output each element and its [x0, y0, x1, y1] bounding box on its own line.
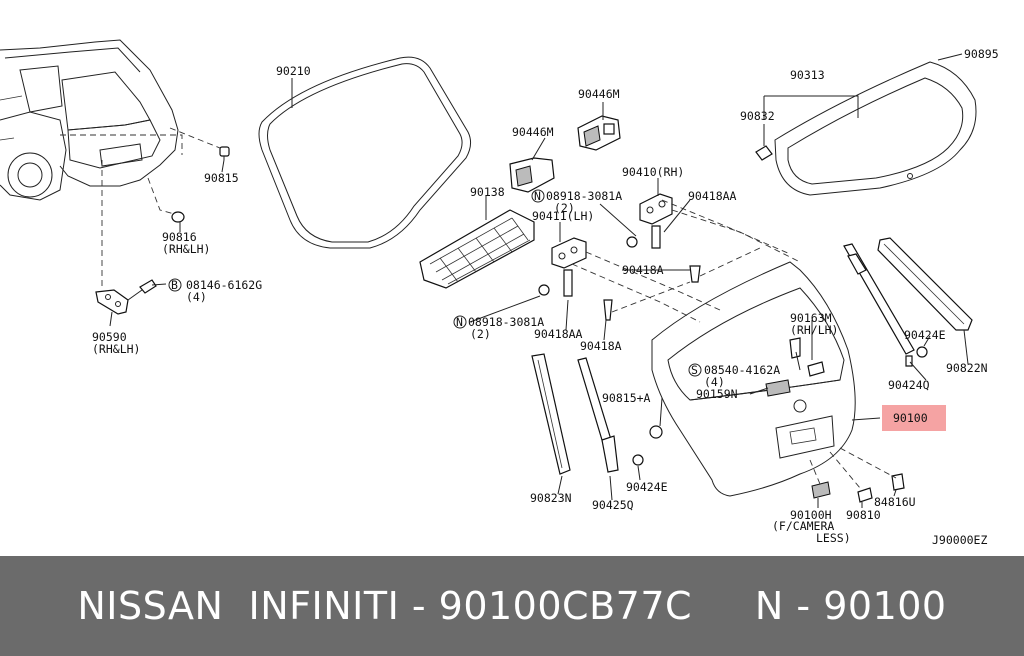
label-90816-sub: (RH&LH) [162, 242, 210, 256]
label-90210: 90210 [276, 64, 311, 78]
label-90100h-sub1: (F/CAMERA [772, 519, 834, 533]
label-90418aa-lower: 90418AA [534, 327, 583, 341]
label-90159n: 90159N [696, 387, 738, 401]
label-90424e-lower: 90424E [626, 480, 668, 494]
label-90313: 90313 [790, 68, 825, 82]
label-90418aa-upper: 90418AA [688, 189, 737, 203]
banner-text: NISSAN INFINITI - 90100CB77C N - 90100 [77, 584, 947, 628]
label-90100h: 90100H [790, 508, 832, 522]
svg-text:N: N [534, 189, 541, 203]
label-90815a: 90815+A [602, 391, 651, 405]
svg-text:S: S [691, 363, 698, 377]
label-90590: 90590 [92, 330, 127, 344]
label-08540-qty: (4) [704, 375, 725, 389]
hinge-90410 [639, 193, 673, 249]
vehicle-outline [0, 39, 179, 201]
label-90418a-lower: 90418A [580, 339, 622, 353]
label-90100: 90100 [893, 411, 928, 425]
lock-90446m-lower [509, 157, 555, 193]
clip-90815 [219, 146, 230, 160]
striker-90590 [95, 279, 157, 315]
highlight-90100 [882, 405, 946, 431]
label-90163m-sub: (RH/LH) [790, 323, 838, 337]
part-number-banner: NISSAN INFINITI - 90100CB77C N - 90100 [0, 556, 1024, 656]
lock-90446m-upper [577, 115, 621, 151]
label-08918-a: 08918-3081A [546, 189, 622, 203]
label-08918-b: 08918-3081A [468, 315, 544, 329]
label-90590-sub: (RH&LH) [92, 342, 140, 356]
label-90823n: 90823N [530, 491, 572, 505]
label-08146-qty: (4) [186, 290, 207, 304]
diagram-code: J90000EZ [932, 533, 987, 547]
cover-90138 [419, 209, 535, 289]
label-90446m-upper: 90446M [578, 87, 620, 101]
gas-stay-lh [577, 357, 644, 473]
label-90163m: 90163M [790, 311, 832, 325]
label-90410: 90410(RH) [622, 165, 684, 179]
label-90411: 90411(LH) [532, 209, 594, 223]
svg-text:N: N [456, 315, 463, 329]
back-door-90100 [651, 261, 856, 497]
label-90424e-upper: 90424E [904, 328, 946, 342]
weatherstrip-90210 [258, 56, 472, 249]
label-90832: 90832 [740, 109, 775, 123]
parts-diagram-drawing: N B N S 90210 90895 90313 90832 90446M 9… [0, 39, 999, 547]
label-08918-a-qty: (2) [554, 201, 575, 215]
bumper-90815a [649, 425, 663, 439]
nuts [538, 236, 701, 321]
label-90816: 90816 [162, 230, 197, 244]
label-08146: 08146-6162G [186, 278, 262, 292]
label-90424q: 90424Q [888, 378, 930, 392]
label-90425q: 90425Q [592, 498, 634, 512]
rear-glass-90313 [755, 61, 977, 196]
clip-90816 [171, 211, 185, 223]
label-90100h-sub2: LESS) [816, 531, 851, 545]
gas-stay-rh [843, 243, 928, 367]
label-90895: 90895 [964, 47, 999, 61]
svg-text:B: B [171, 278, 178, 292]
bottom-parts [809, 447, 905, 503]
label-08918-b-qty: (2) [470, 327, 491, 341]
hinge-90411 [551, 237, 587, 297]
label-90822n: 90822N [946, 361, 988, 375]
label-90815: 90815 [204, 171, 239, 185]
parts-diagram: N B N S 90210 90895 90313 90832 90446M 9… [0, 39, 999, 547]
label-08540: 08540-4162A [704, 363, 780, 377]
label-84816u: 84816U [874, 495, 916, 509]
label-90418a-upper: 90418A [622, 263, 664, 277]
label-90810: 90810 [846, 508, 881, 522]
label-90446m-lower: 90446M [512, 125, 554, 139]
label-90138: 90138 [470, 185, 505, 199]
molding-90822n [877, 237, 973, 331]
molding-90823n [531, 353, 571, 475]
